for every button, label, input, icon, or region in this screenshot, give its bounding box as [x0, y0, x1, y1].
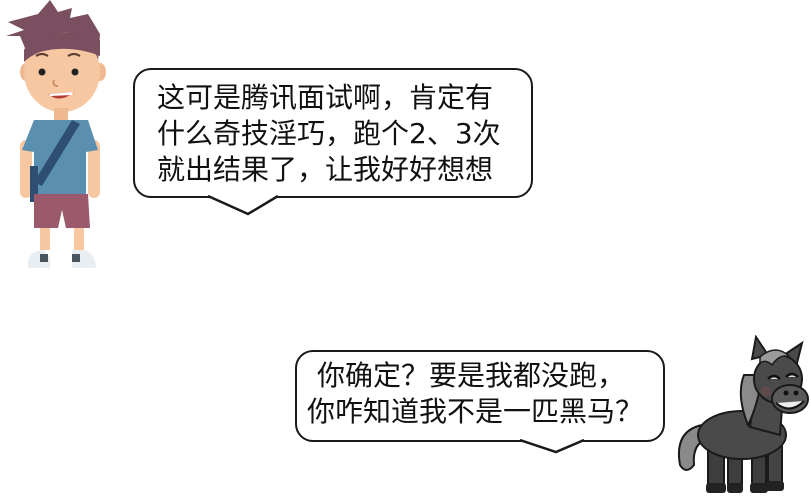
boy-character [6, 0, 106, 268]
horse-speech-line-1: 你确定？要是我都没跑， [317, 359, 626, 392]
boy-speech-line-2: 什么奇技淫巧，跑个2、3次 [157, 117, 501, 150]
boy-bubble-tail [208, 194, 278, 216]
boy-speech-line-3: 就出结果了，让我好好想想 [157, 153, 494, 186]
horse-character [678, 335, 809, 493]
boy-speech-line-1: 这可是腾讯面试啊，肯定有 [157, 81, 494, 114]
horse-bubble-tail [520, 438, 584, 454]
horse-speech-line-2: 你咋知道我不是一匹黑马？ [307, 395, 644, 428]
boy-speech-bubble: 这可是腾讯面试啊，肯定有 什么奇技淫巧，跑个2、3次 就出结果了，让我好好想想 [133, 68, 533, 198]
horse-speech-bubble: 你确定？要是我都没跑， 你咋知道我不是一匹黑马？ [295, 350, 665, 442]
